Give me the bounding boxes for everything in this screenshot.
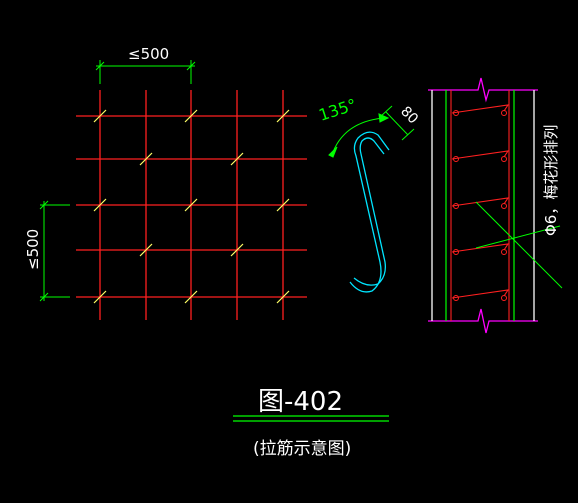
rebar-dot [501, 249, 507, 255]
tick-mark [39, 200, 49, 210]
tie-mark [139, 152, 153, 166]
wall-tie [451, 197, 510, 207]
dim-line [385, 111, 409, 136]
arrow-head [328, 146, 338, 158]
tie-marks [93, 109, 290, 304]
tie-mark [276, 198, 290, 212]
tie-mark [184, 290, 198, 304]
tie-mark [276, 290, 290, 304]
tie-mark [93, 198, 107, 212]
rebar-note-label: Φ6，梅花形排列 [542, 125, 560, 236]
tick-mark [39, 292, 49, 302]
wall-break-bottom [428, 308, 538, 334]
wall-tie [451, 243, 510, 253]
rebar-dot [501, 203, 507, 209]
tie-mark [184, 198, 198, 212]
dim-vertical-label: ≤500 [24, 229, 42, 270]
tie-mark [276, 109, 290, 123]
wall-section [428, 77, 563, 334]
title-underline [233, 415, 389, 422]
rebar-dot [501, 156, 507, 162]
wall-break-top [428, 77, 538, 103]
tie-mark [93, 290, 107, 304]
figure-title: 图-402 [258, 387, 343, 417]
leader-line [475, 201, 563, 289]
figure-subtitle: (拉筋示意图) [253, 439, 351, 459]
hook-length-dimension [379, 105, 415, 141]
rebar-dot [453, 110, 459, 116]
tie-hook-inner [353, 137, 386, 286]
tie-mark [230, 243, 244, 257]
tick-mark [186, 61, 196, 71]
wall-tie [451, 289, 510, 299]
tick-mark [95, 61, 105, 71]
ext-line [379, 105, 393, 118]
tie-hook-detail [349, 131, 390, 293]
dim-horizontal-label: ≤500 [128, 45, 169, 63]
arrow-head [378, 113, 390, 123]
tie-mark [230, 152, 244, 166]
tie-mark [93, 109, 107, 123]
dimension-vertical [39, 200, 70, 302]
leader-line [475, 225, 561, 249]
rebar-dot [453, 156, 459, 162]
hook-angle-label: 135° [316, 95, 359, 125]
dimension-horizontal [95, 60, 196, 84]
angle-arc [332, 117, 384, 153]
tie-mark [184, 109, 198, 123]
wall-tie [451, 150, 510, 160]
wall-tie [451, 104, 510, 114]
ext-line [401, 128, 415, 141]
tie-mark [139, 243, 153, 257]
rebar-dot [453, 203, 459, 209]
rebar-dot [453, 295, 459, 301]
rebar-dot [453, 249, 459, 255]
tie-hook-outer [349, 131, 390, 293]
hook-length-label: 80 [397, 104, 421, 128]
rebar-dot [501, 295, 507, 301]
rebar-dot [501, 110, 507, 116]
